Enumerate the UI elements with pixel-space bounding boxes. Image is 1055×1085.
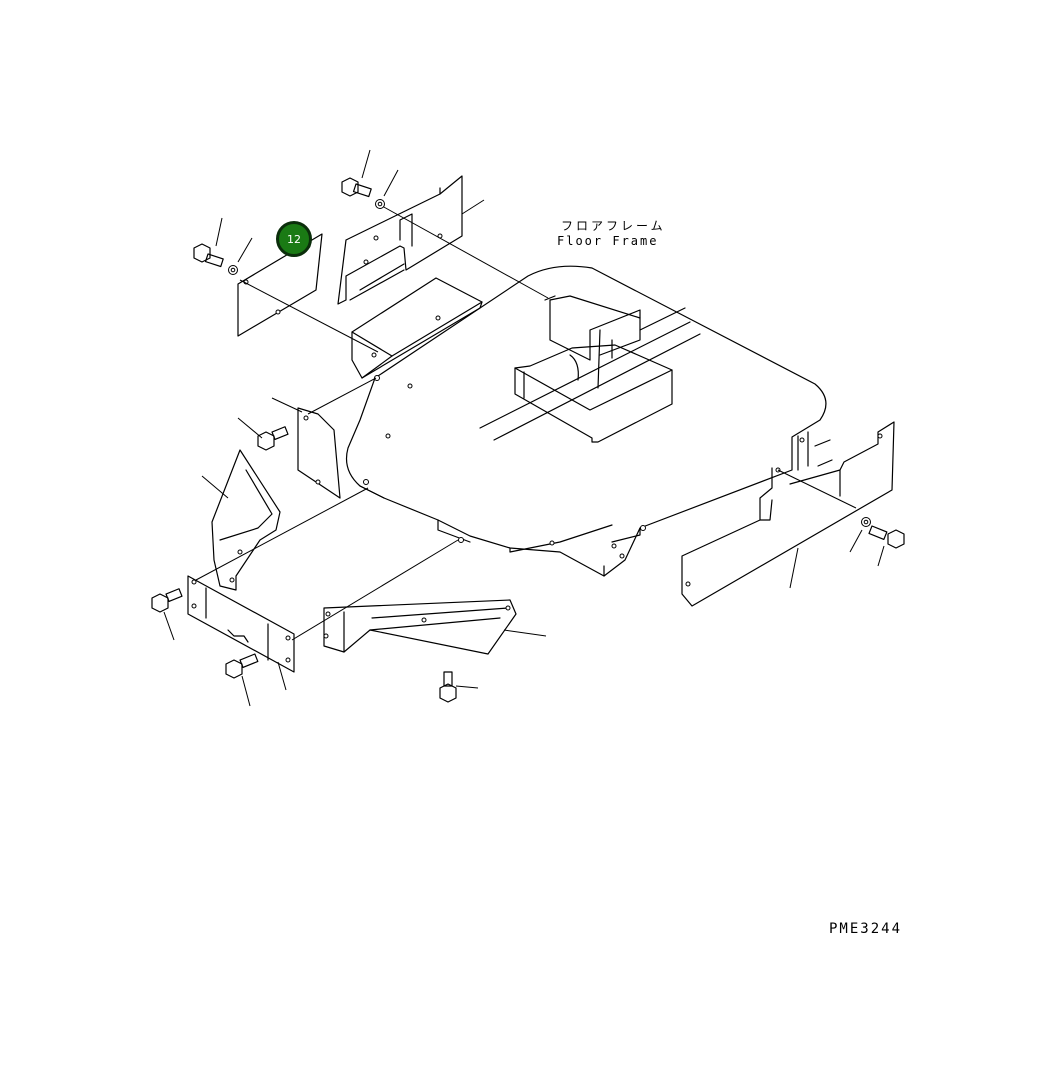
cover-plate-12 [237,233,379,353]
drawing-number: PME3244 [829,921,903,937]
upper-middle-panel [337,175,549,305]
bolt-front-left-bottom [225,653,259,679]
upper-cover-box [351,277,483,379]
triangular-gusset [211,449,281,591]
bolt-top-left [193,243,238,275]
floor-frame-label-en: Floor Frame [557,234,659,248]
part-callout-12[interactable]: 12 [276,221,312,257]
bolt-front-bottom [439,671,457,703]
bolt-top-middle [341,177,385,209]
front-bottom-bracket [323,599,517,655]
bolt-front-left-top [151,588,183,613]
floor-frame [345,265,833,577]
leader-lines [163,149,885,707]
left-side-bracket [297,377,377,499]
bolt-left-middle [257,426,289,451]
bolt-right [861,517,905,549]
front-left-plate [187,487,459,673]
right-cover-panel [681,421,895,607]
floor-frame-label-ja: フロアフレーム [561,219,666,233]
